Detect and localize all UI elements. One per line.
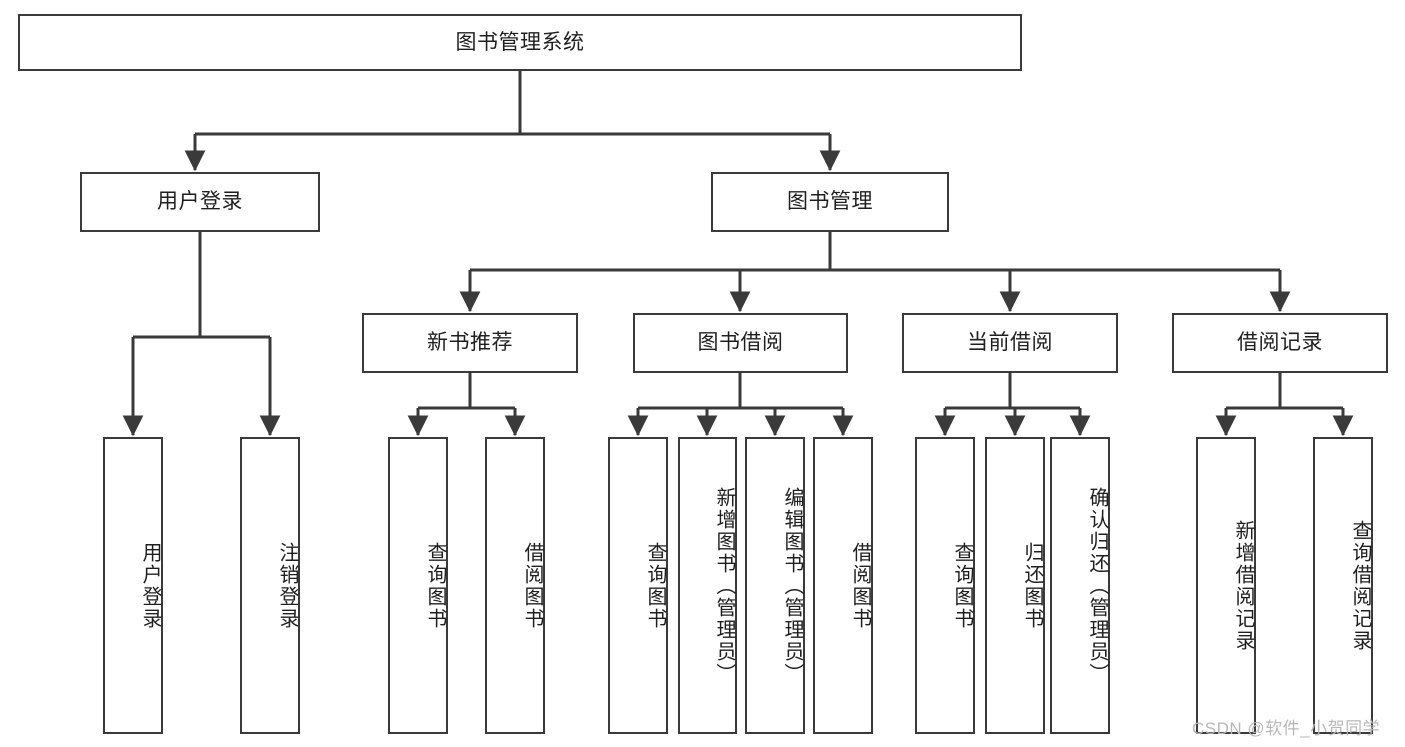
node-leaf-add-book-label: 新增图书（管理员）: [713, 486, 735, 685]
node-book-borrow[interactable]: 图书借阅: [633, 313, 848, 373]
node-leaf-borrow-book-2[interactable]: 借阅图书: [813, 437, 873, 734]
node-leaf-edit-book[interactable]: 编辑图书（管理员）: [745, 437, 805, 734]
node-current-borrow-label: 当前借阅: [967, 331, 1053, 355]
node-leaf-add-record[interactable]: 新增借阅记录: [1196, 437, 1256, 734]
node-book-management-label: 图书管理: [787, 190, 873, 214]
node-leaf-query-book-1-label: 查询图书: [424, 541, 446, 630]
node-root-system-label: 图书管理系统: [455, 30, 585, 54]
node-leaf-query-book-3[interactable]: 查询图书: [915, 437, 975, 734]
node-leaf-borrow-book-2-label: 借阅图书: [849, 541, 871, 630]
node-leaf-query-book-2-label: 查询图书: [644, 541, 666, 630]
node-new-book-recommend[interactable]: 新书推荐: [362, 313, 578, 373]
node-book-management[interactable]: 图书管理: [711, 172, 949, 232]
node-leaf-add-record-label: 新增借阅记录: [1232, 519, 1254, 652]
node-leaf-add-book[interactable]: 新增图书（管理员）: [678, 437, 737, 734]
node-leaf-logout-login-label: 注销登录: [276, 541, 298, 630]
node-leaf-return-book-label: 归还图书: [1021, 541, 1043, 630]
node-borrow-record-label: 借阅记录: [1237, 331, 1323, 355]
node-user-login-label: 用户登录: [157, 190, 243, 214]
node-leaf-logout-login[interactable]: 注销登录: [240, 437, 300, 734]
node-leaf-user-login-label: 用户登录: [139, 541, 161, 630]
csdn-watermark: CSDN @软件_小贺同学: [1192, 719, 1381, 738]
node-new-book-recommend-label: 新书推荐: [427, 331, 513, 355]
node-book-borrow-label: 图书借阅: [697, 331, 784, 355]
node-user-login[interactable]: 用户登录: [80, 172, 320, 232]
node-leaf-confirm-return[interactable]: 确认归还（管理员）: [1050, 437, 1110, 734]
node-current-borrow[interactable]: 当前借阅: [902, 313, 1118, 373]
node-leaf-query-record[interactable]: 查询借阅记录: [1313, 437, 1373, 734]
node-leaf-query-book-1[interactable]: 查询图书: [388, 437, 448, 734]
node-leaf-query-book-2[interactable]: 查询图书: [608, 437, 668, 734]
node-leaf-user-login[interactable]: 用户登录: [103, 437, 163, 734]
node-leaf-query-record-label: 查询借阅记录: [1349, 519, 1371, 652]
node-leaf-borrow-book-1-label: 借阅图书: [521, 541, 543, 630]
node-leaf-return-book[interactable]: 归还图书: [985, 437, 1045, 734]
node-leaf-borrow-book-1[interactable]: 借阅图书: [485, 437, 545, 734]
node-leaf-confirm-return-label: 确认归还（管理员）: [1086, 486, 1108, 685]
node-leaf-query-book-3-label: 查询图书: [951, 541, 973, 630]
node-borrow-record[interactable]: 借阅记录: [1172, 313, 1388, 373]
node-leaf-edit-book-label: 编辑图书（管理员）: [781, 486, 803, 685]
node-root-system[interactable]: 图书管理系统: [18, 14, 1022, 71]
